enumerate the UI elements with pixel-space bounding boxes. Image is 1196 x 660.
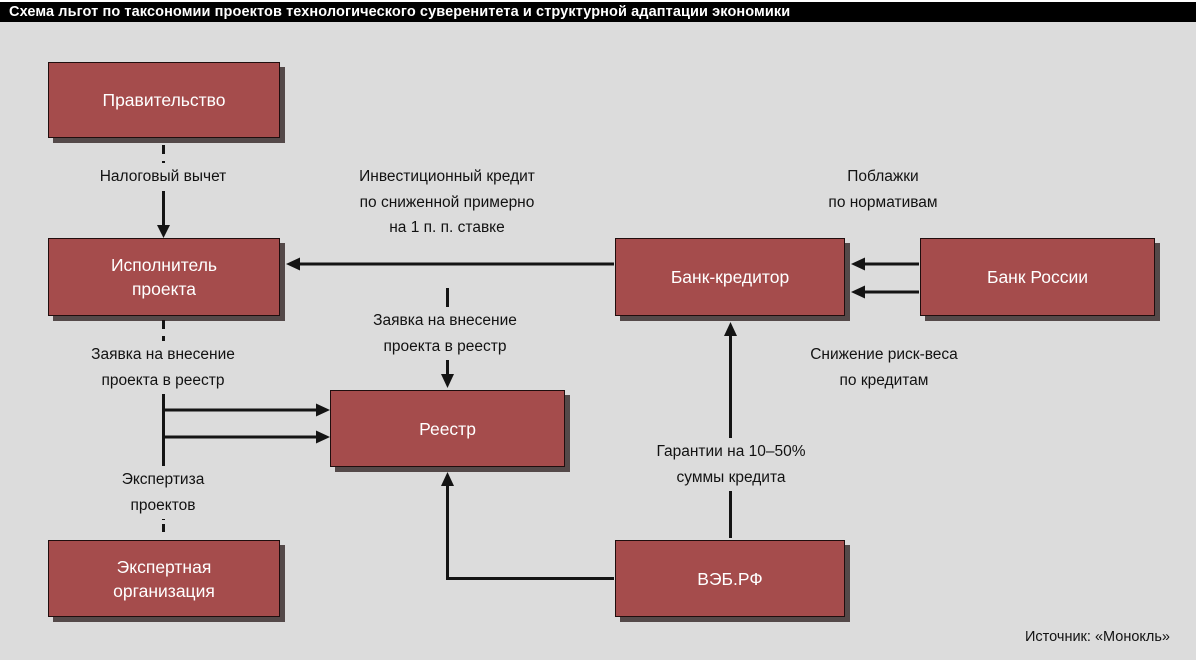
edge-label-application-from-bank: Заявка на внесение проекта в реестр bbox=[366, 307, 524, 360]
arrow-veb-to-creditor bbox=[724, 322, 737, 538]
node-registry: Реестр bbox=[330, 390, 565, 467]
edge-label-credit-guarantees: Гарантии на 10–50% суммы кредита bbox=[649, 438, 813, 491]
source-caption: Источник: «Монокль» bbox=[1025, 629, 1170, 645]
node-government-label: Правительство bbox=[102, 90, 226, 110]
node-veb: ВЭБ.РФ bbox=[615, 540, 845, 617]
title-bar: Схема льгот по таксономии проектов техно… bbox=[0, 2, 1196, 22]
node-expert-org: Экспертная организация bbox=[48, 540, 280, 617]
node-executor-label: Исполнитель проекта bbox=[110, 255, 218, 299]
arrow-government-to-executor bbox=[157, 145, 170, 238]
edge-label-risk-weight-reduction: Снижение риск-веса по кредитам bbox=[803, 341, 965, 394]
edge-label-regulatory-relaxations: Поблажки по нормативам bbox=[821, 163, 945, 216]
node-creditor-bank-label: Банк-кредитор bbox=[670, 267, 790, 287]
node-executor: Исполнитель проекта bbox=[48, 238, 280, 316]
edge-label-project-expertise: Экспертиза проектов bbox=[114, 466, 212, 519]
page-title: Схема льгот по таксономии проектов техно… bbox=[9, 4, 791, 20]
node-creditor-bank: Банк-кредитор bbox=[615, 238, 845, 316]
node-veb-label: ВЭБ.РФ bbox=[697, 568, 763, 589]
node-bank-of-russia: Банк России bbox=[920, 238, 1155, 316]
arrows-bankrussia-to-creditor bbox=[851, 257, 919, 299]
edge-label-tax-deduction: Налоговый вычет bbox=[92, 163, 234, 191]
node-registry-label: Реестр bbox=[419, 418, 476, 439]
arrow-creditor-to-executor bbox=[286, 257, 614, 271]
edge-label-investment-credit: Инвестиционный кредит по сниженной приме… bbox=[352, 163, 542, 242]
arrow-veb-to-registry bbox=[441, 472, 614, 580]
node-government: Правительство bbox=[48, 62, 280, 138]
node-bank-of-russia-label: Банк России bbox=[986, 267, 1089, 287]
node-expert-org-label: Экспертная организация bbox=[113, 556, 215, 601]
edge-label-application-from-executor: Заявка на внесение проекта в реестр bbox=[84, 341, 242, 394]
